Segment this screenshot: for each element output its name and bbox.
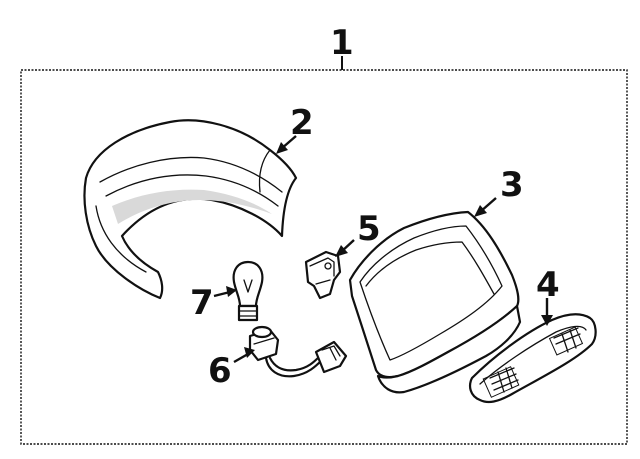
part-6-socket-harness bbox=[248, 325, 348, 378]
callout-3: 3 bbox=[500, 165, 524, 205]
part-4-lens bbox=[469, 313, 597, 404]
callout-6: 6 bbox=[208, 351, 232, 391]
part-7-bulb bbox=[232, 260, 264, 322]
callout-2: 2 bbox=[290, 103, 314, 143]
callout-arrow-3 bbox=[474, 197, 497, 217]
part-2-housing-cover bbox=[83, 119, 298, 300]
part-5-bracket bbox=[304, 250, 342, 300]
callout-arrow-2 bbox=[276, 135, 297, 154]
assembly-border bbox=[20, 56, 628, 445]
lens-grid-right bbox=[548, 326, 584, 356]
callout-arrow-7 bbox=[213, 286, 237, 298]
callout-arrow-6 bbox=[233, 347, 255, 364]
callout-5: 5 bbox=[357, 209, 381, 249]
callout-arrow-4 bbox=[541, 298, 553, 326]
callout-7: 7 bbox=[190, 283, 214, 323]
lens-grid-left bbox=[482, 366, 520, 398]
part-3-lamp-body bbox=[348, 210, 522, 394]
callout-arrow-5 bbox=[335, 239, 355, 257]
callout-4: 4 bbox=[536, 265, 560, 305]
callout-1: 1 bbox=[330, 23, 354, 63]
